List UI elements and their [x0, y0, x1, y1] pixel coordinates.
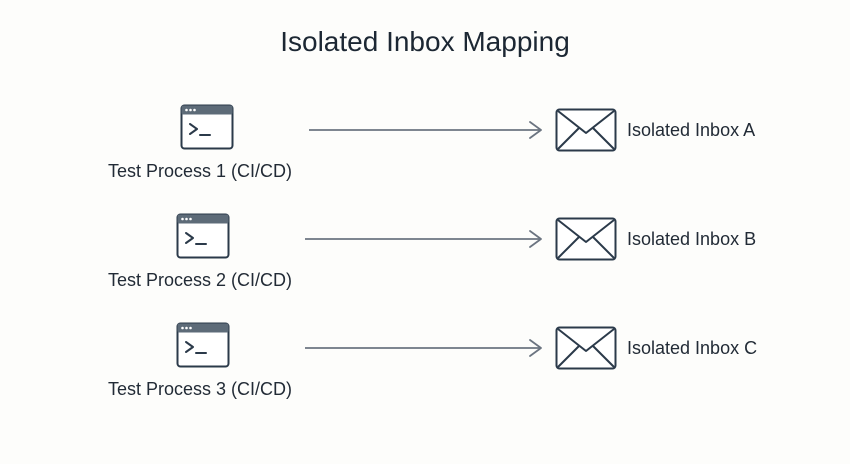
terminal-window-icon [176, 322, 230, 368]
inbox-label: Isolated Inbox C [627, 338, 758, 358]
inbox-label: Isolated Inbox B [627, 229, 757, 249]
mapping-arrow [305, 339, 542, 357]
process-label: Test Process 2 (CI/CD) [108, 270, 293, 290]
envelope-icon [555, 326, 617, 370]
inbox-label: Isolated Inbox A [627, 120, 756, 140]
mapping-arrow [309, 121, 542, 139]
envelope-icon [555, 217, 617, 261]
terminal-window-icon [176, 213, 230, 259]
mapping-row-2: Test Process 2 (CI/CD) Isolated Inbox B [0, 209, 850, 299]
process-label: Test Process 1 (CI/CD) [108, 161, 293, 181]
mapping-row-1: Test Process 1 (CI/CD) Isolated Inbox A [0, 100, 850, 190]
mapping-arrow [305, 230, 542, 248]
mapping-row-3: Test Process 3 (CI/CD) Isolated Inbox C [0, 318, 850, 408]
process-label: Test Process 3 (CI/CD) [108, 379, 293, 399]
terminal-window-icon [180, 104, 234, 150]
diagram-title: Isolated Inbox Mapping [280, 26, 570, 57]
envelope-icon [555, 108, 617, 152]
